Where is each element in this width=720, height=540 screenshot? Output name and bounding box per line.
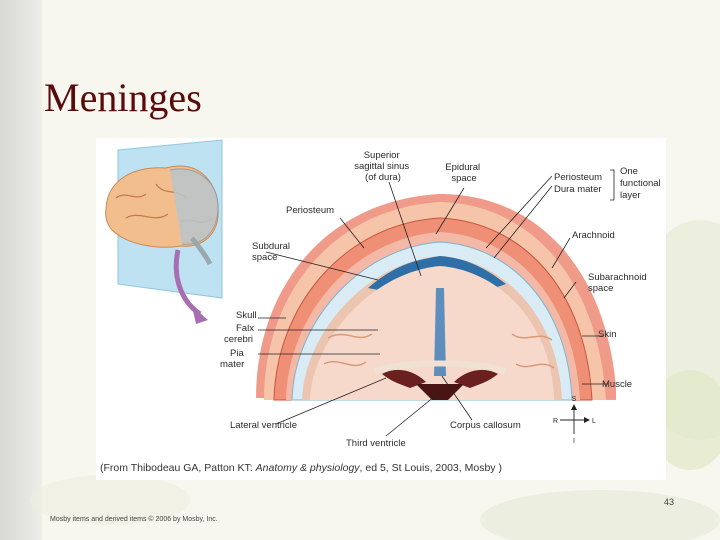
layer-bracket	[610, 169, 615, 201]
compass-l: L	[592, 418, 596, 425]
orientation-arrow-head	[192, 306, 208, 324]
compass-i: I	[573, 438, 575, 445]
label-dura-mater: Dura mater	[554, 184, 602, 195]
slide-title: Meninges	[44, 75, 202, 120]
label-epidural-space: Epidural space	[445, 162, 483, 184]
figure-source-citation: (From Thibodeau GA, Patton KT: Anatomy &…	[100, 462, 502, 474]
label-corpus-callosum: Corpus callosum	[450, 420, 521, 431]
label-falx-cerebri: Falx cerebri	[224, 323, 257, 345]
left-margin-strip	[0, 0, 42, 540]
label-superior-sagittal-sinus: Superior sagittal sinus (of dura)	[354, 150, 412, 183]
page-number: 43	[664, 497, 675, 507]
label-muscle: Muscle	[602, 379, 632, 390]
cross-section	[256, 194, 616, 401]
label-periosteum-left: Periosteum	[286, 205, 334, 216]
compass-s: S	[572, 396, 577, 403]
label-arachnoid: Arachnoid	[572, 230, 615, 241]
meninges-figure: Superior sagittal sinus (of dura) Epidur…	[96, 138, 666, 480]
orientation-compass: S R L I	[553, 396, 596, 445]
brain-plane-illustration	[105, 139, 223, 299]
label-subarachnoid-space: Subarachnoid space	[588, 272, 649, 294]
label-skin: Skin	[598, 329, 616, 340]
label-pia-mater: Pia mater	[220, 348, 246, 370]
copyright-notice: Mosby items and derived items © 2006 by …	[50, 516, 218, 523]
label-skull: Skull	[236, 310, 257, 321]
compass-r: R	[553, 418, 558, 425]
label-periosteum-right: Periosteum	[554, 172, 602, 183]
label-third-ventricle: Third ventricle	[346, 438, 406, 449]
label-one-functional-layer: One functional layer	[620, 166, 663, 201]
leader-lines	[258, 175, 608, 437]
label-lateral-ventricle: Lateral ventricle	[230, 420, 297, 431]
label-subdural-space: Subdural space	[252, 241, 293, 263]
